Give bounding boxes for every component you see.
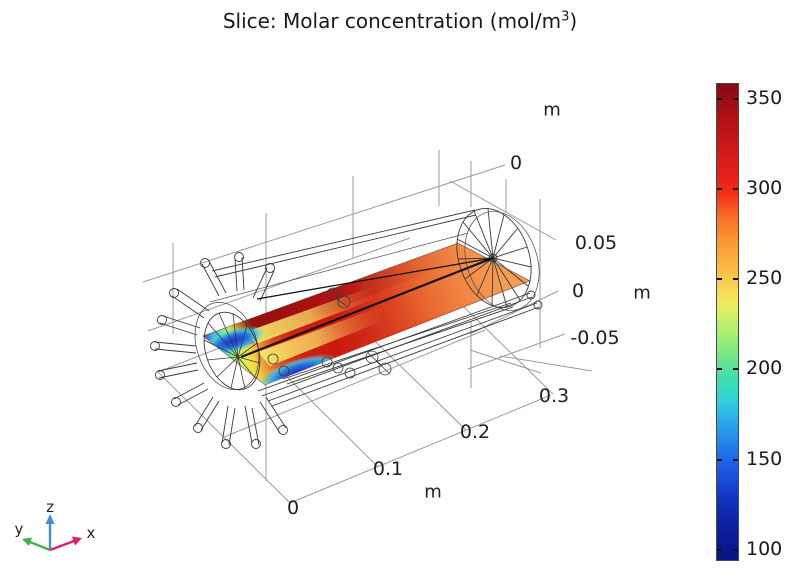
y-axis-unit: m [633,282,651,304]
injector-stub-tubes [150,252,288,449]
colorbar-tick-200: 200 [746,357,783,379]
endcap-spokes [456,208,532,308]
colorbar-tick-150: 150 [746,448,783,470]
x-tick-0: 0 [286,497,300,519]
injector-tips [267,287,392,379]
y-tick-0: 0 [571,280,585,302]
y-tick-neg005: -0.05 [570,327,620,349]
colorbar [716,83,739,561]
outlet-endcap [456,208,540,311]
reactor-wireframe [150,208,543,449]
z-axis-unit: m [543,99,561,121]
x-axis-arrow [49,539,75,552]
x-tick-03: 0.3 [538,385,570,407]
y-axis-label: y [14,520,24,538]
x-axis-label: x [86,524,96,542]
y-axis-arrow [29,540,51,552]
coordinate-triad [22,514,82,552]
inlet-spokes [203,312,261,390]
x-tick-01: 0.1 [372,458,404,480]
slice-centerlines [240,257,494,358]
yellow-streak-lower [258,292,428,366]
colorbar-tick-100: 100 [746,538,783,560]
inlet-manifold [194,301,261,391]
y-tick-005: 0.05 [574,232,618,254]
cooling-pipes [257,290,543,407]
grid-lines [142,150,593,504]
x-axis-unit: m [424,481,442,503]
colorbar-tick-350: 350 [746,87,783,109]
yellow-streak-upper [246,266,436,344]
z-axis-label: z [46,498,54,516]
page-title: Slice: Molar concentration (mol/m3) [222,9,578,33]
z-tick-0: 0 [509,152,523,174]
x-tick-02: 0.2 [459,421,491,443]
colorbar-tick-250: 250 [746,267,783,289]
colorbar-tick-300: 300 [746,177,783,199]
